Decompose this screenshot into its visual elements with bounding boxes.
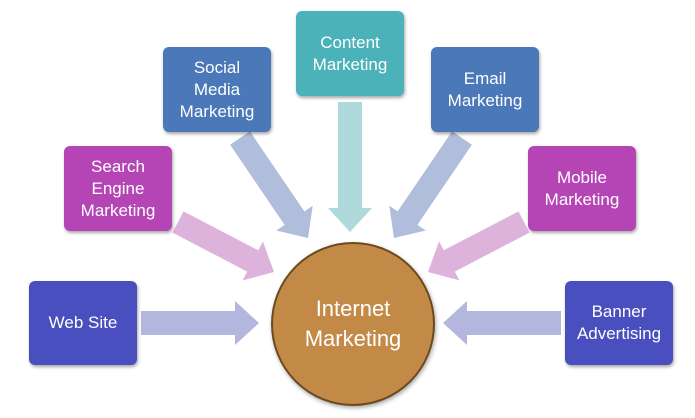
content-marketing-arrow [328, 102, 372, 232]
social-media-marketing-arrow [230, 131, 313, 238]
search-engine-marketing-box: Search Engine Marketing [64, 146, 172, 231]
web-site-arrow [141, 301, 259, 345]
email-marketing-box: Email Marketing [431, 47, 539, 132]
internet-marketing-circle: Internet Marketing [271, 242, 435, 406]
banner-advertising-box: Banner Advertising [565, 281, 673, 365]
mobile-marketing-arrow [428, 211, 530, 281]
search-engine-marketing-arrow [172, 211, 274, 281]
mobile-marketing-box: Mobile Marketing [528, 146, 636, 231]
social-media-marketing-box: Social Media Marketing [163, 47, 271, 132]
email-marketing-arrow [389, 131, 472, 238]
content-marketing-box: Content Marketing [296, 11, 404, 96]
banner-advertising-arrow [443, 301, 561, 345]
web-site-box: Web Site [29, 281, 137, 365]
